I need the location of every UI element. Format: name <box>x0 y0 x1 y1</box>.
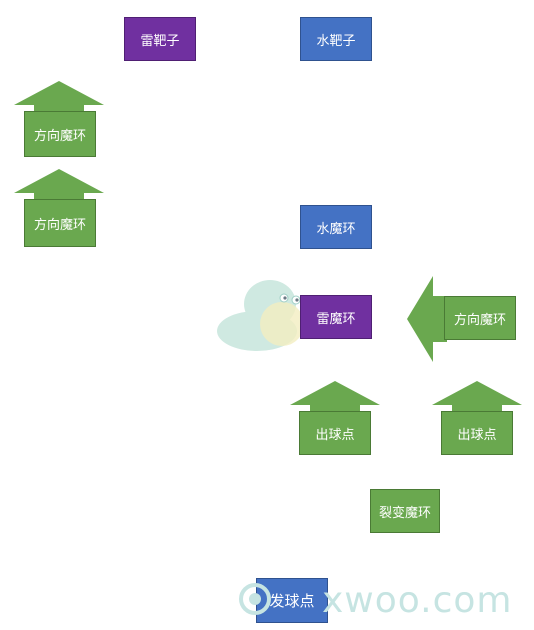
left-arrow-icon <box>407 276 447 362</box>
mascot-watermark-icon <box>217 280 304 351</box>
exit-point-1: 出球点 <box>299 411 371 455</box>
up-arrow-icon <box>290 381 380 411</box>
water-target-label: 水靶子 <box>316 33 356 49</box>
direction-ring-label: 方向魔环 <box>453 312 506 328</box>
watermark-text: xwoo.com <box>322 580 513 621</box>
exit-point-2: 出球点 <box>441 411 513 455</box>
direction-ring-3: 方向魔环 <box>444 296 516 340</box>
launch-point: 发球点 <box>256 578 328 623</box>
up-arrow-icon <box>14 169 104 199</box>
thunder-ring-label: 雷魔环 <box>316 311 356 327</box>
fission-ring-label: 裂变魔环 <box>378 505 431 521</box>
direction-ring-label: 方向魔环 <box>33 217 86 233</box>
fission-ring: 裂变魔环 <box>370 489 440 533</box>
watermark-logo-icon <box>239 583 271 615</box>
launch-point-label: 发球点 <box>269 592 315 610</box>
direction-ring-1: 方向魔环 <box>24 111 96 157</box>
direction-ring-label: 方向魔环 <box>33 128 86 144</box>
thunder-target-label: 雷靶子 <box>140 33 180 49</box>
water-target: 水靶子 <box>300 17 372 61</box>
thunder-target: 雷靶子 <box>124 17 196 61</box>
exit-point-label: 出球点 <box>315 427 355 443</box>
water-ring-label: 水魔环 <box>316 221 356 237</box>
up-arrow-icon <box>432 381 522 411</box>
direction-ring-2: 方向魔环 <box>24 199 96 247</box>
exit-point-label: 出球点 <box>457 427 497 443</box>
water-ring: 水魔环 <box>300 205 372 249</box>
thunder-ring: 雷魔环 <box>300 295 372 339</box>
up-arrow-icon <box>14 81 104 111</box>
